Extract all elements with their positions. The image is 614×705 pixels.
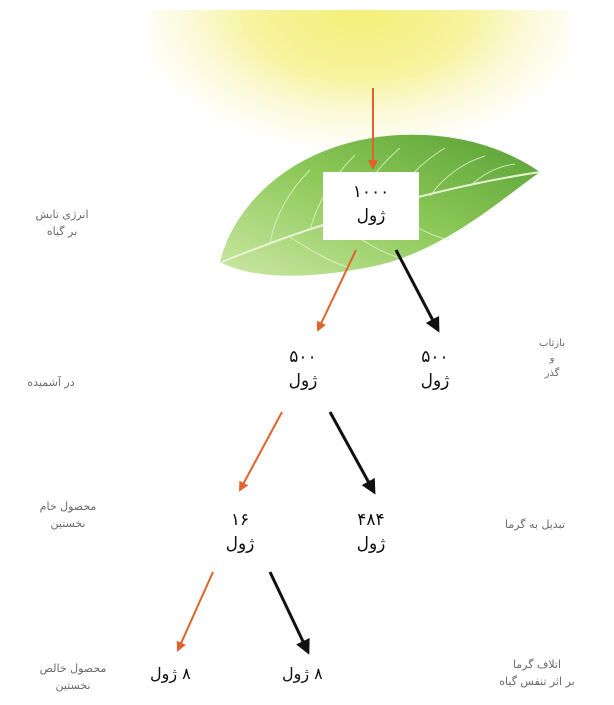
- node-heat: ۴۸۴ ژول: [336, 508, 406, 556]
- arrow-to-heat: [330, 412, 374, 492]
- label-net-production: محصول خالص نخستین: [18, 660, 128, 694]
- node-photosynthesis: ۵۰۰ ژول: [268, 345, 338, 393]
- node-unit: ژول: [400, 369, 470, 393]
- label-to-heat: تبدیل به گرما: [485, 516, 585, 533]
- node-value: ۴۸۴: [336, 508, 406, 532]
- node-unit: ژول: [336, 532, 406, 556]
- arrow-to-net: [178, 572, 213, 650]
- label-reflected: بازتاب و گذر: [522, 336, 582, 381]
- node-gross-production: ۱۶ ژول: [205, 508, 275, 556]
- node-unit: ژول: [323, 204, 419, 228]
- arrow-to-respiration: [270, 572, 308, 652]
- node-reflected: ۵۰۰ ژول: [400, 345, 470, 393]
- label-respiration-loss: اتلاف گرما بر اثر تنفس گیاه: [472, 656, 602, 690]
- node-value: ۱۶: [205, 508, 275, 532]
- arrow-to-reflected: [396, 250, 438, 330]
- label-photosynthesis: در آشمیده: [6, 374, 96, 391]
- node-net-production: ۸ ژول: [150, 664, 191, 683]
- label-gross-production: محصول خام نخستین: [18, 498, 118, 532]
- arrow-to-gross: [240, 412, 282, 490]
- label-incident-energy: انرژی تابش بر گیاه: [12, 206, 112, 240]
- node-incident-energy: ۱۰۰۰ ژول: [323, 172, 419, 240]
- node-respiration: ۸ ژول: [282, 664, 323, 683]
- node-value: ۵۰۰: [268, 345, 338, 369]
- node-value: ۱۰۰۰: [323, 180, 419, 204]
- node-unit: ژول: [268, 369, 338, 393]
- node-unit: ژول: [205, 532, 275, 556]
- node-value: ۵۰۰: [400, 345, 470, 369]
